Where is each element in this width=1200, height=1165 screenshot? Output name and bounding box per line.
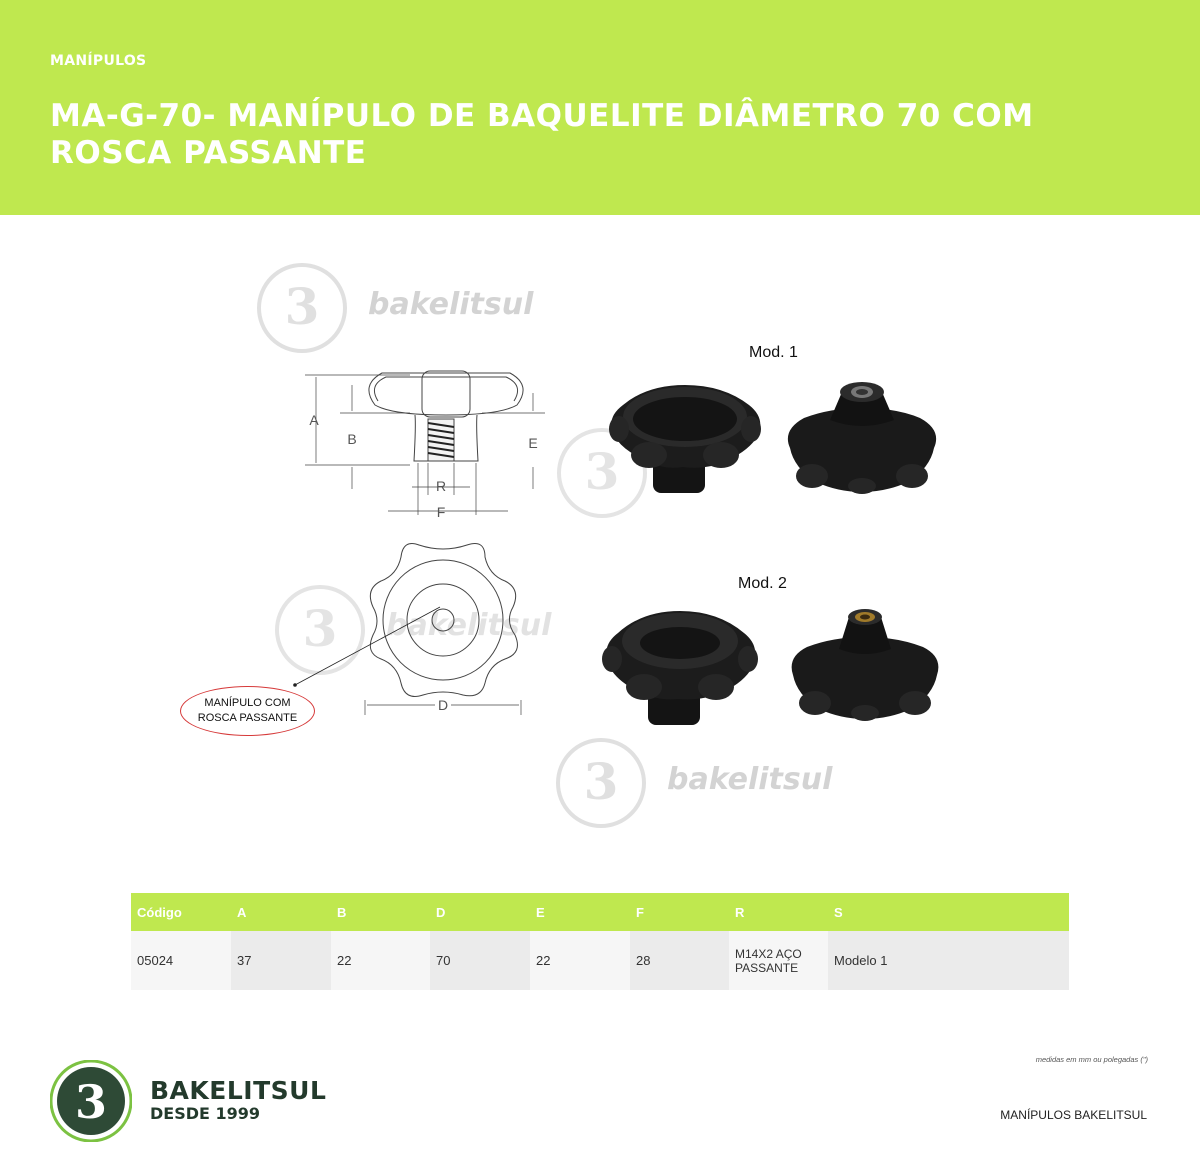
header-s: S	[828, 893, 1069, 931]
callout-ellipse: MANÍPULO COM ROSCA PASSANTE	[180, 686, 315, 736]
knob-render-mod1-bottom	[787, 382, 937, 494]
dim-label-r: R	[436, 478, 446, 494]
svg-text:3: 3	[303, 599, 338, 658]
table-row: 05024 37 22 70 22 28 M14X2 AÇO PASSANTE …	[131, 931, 1069, 990]
dim-label-d: D	[438, 697, 448, 713]
table-header-row: Código A B D E F R S	[131, 893, 1069, 931]
top-view-drawing: D	[364, 543, 522, 715]
watermark-logo-icon: 3	[257, 263, 347, 353]
svg-text:3: 3	[75, 1075, 107, 1129]
header-d: D	[430, 893, 530, 931]
spec-table: Código A B D E F R S 05024 37 22 70 22 2…	[131, 893, 1069, 990]
watermark-text: bakelitsul	[667, 762, 833, 797]
header-codigo: Código	[131, 893, 231, 931]
brand-name: BAKELITSUL	[150, 1076, 327, 1105]
svg-text:3: 3	[285, 277, 320, 336]
dim-label-a: A	[309, 412, 319, 428]
dim-label-e: E	[528, 435, 537, 451]
watermark-logo-icon: 3	[557, 428, 647, 518]
header-f: F	[630, 893, 729, 931]
callout-line-2: ROSCA PASSANTE	[197, 712, 298, 724]
header-b: B	[331, 893, 430, 931]
watermark-logo-icon: 3	[275, 585, 365, 675]
header-r: R	[729, 893, 828, 931]
model-2-label: Mod. 2	[738, 575, 787, 592]
header-banner: MANÍPULOS MA-G-70- MANÍPULO DE BAQUELITE…	[0, 0, 1200, 215]
header-e: E	[530, 893, 630, 931]
cell-r: M14X2 AÇO PASSANTE	[729, 931, 828, 990]
measurement-note: medidas em mm ou polegadas (")	[1035, 1055, 1148, 1064]
knob-render-mod2-bottom	[791, 609, 939, 721]
callout-leader-line	[293, 606, 441, 687]
knob-render-mod2-top	[602, 611, 758, 725]
cell-e: 22	[530, 931, 630, 990]
brand-since: DESDE 1999	[150, 1104, 261, 1123]
watermark-logo-icon: 3	[556, 738, 646, 828]
side-view-drawing: A B E R F	[305, 370, 545, 520]
cell-f: 28	[630, 931, 729, 990]
dim-label-b: B	[347, 431, 356, 447]
svg-text:3: 3	[585, 442, 620, 501]
cell-a: 37	[231, 931, 331, 990]
dim-label-f: F	[437, 504, 446, 520]
page-title: MA-G-70- MANÍPULO DE BAQUELITE DIÂMETRO …	[50, 98, 1034, 171]
cell-s: Modelo 1	[828, 931, 1069, 990]
knob-render-mod1-top	[609, 385, 761, 493]
category-label: MANÍPULOS	[50, 53, 147, 69]
brand-logo-icon: 3	[50, 1060, 132, 1142]
watermark-text: bakelitsul	[368, 287, 534, 322]
model-1-label: Mod. 1	[749, 344, 798, 361]
callout-line-1: MANÍPULO COM	[204, 697, 291, 709]
svg-text:3: 3	[584, 752, 619, 811]
cell-codigo: 05024	[131, 931, 231, 990]
header-a: A	[231, 893, 331, 931]
watermark-text: bakelitsul	[386, 608, 552, 643]
footer-category: MANÍPULOS BAKELITSUL	[1000, 1108, 1147, 1122]
cell-b: 22	[331, 931, 430, 990]
cell-d: 70	[430, 931, 530, 990]
